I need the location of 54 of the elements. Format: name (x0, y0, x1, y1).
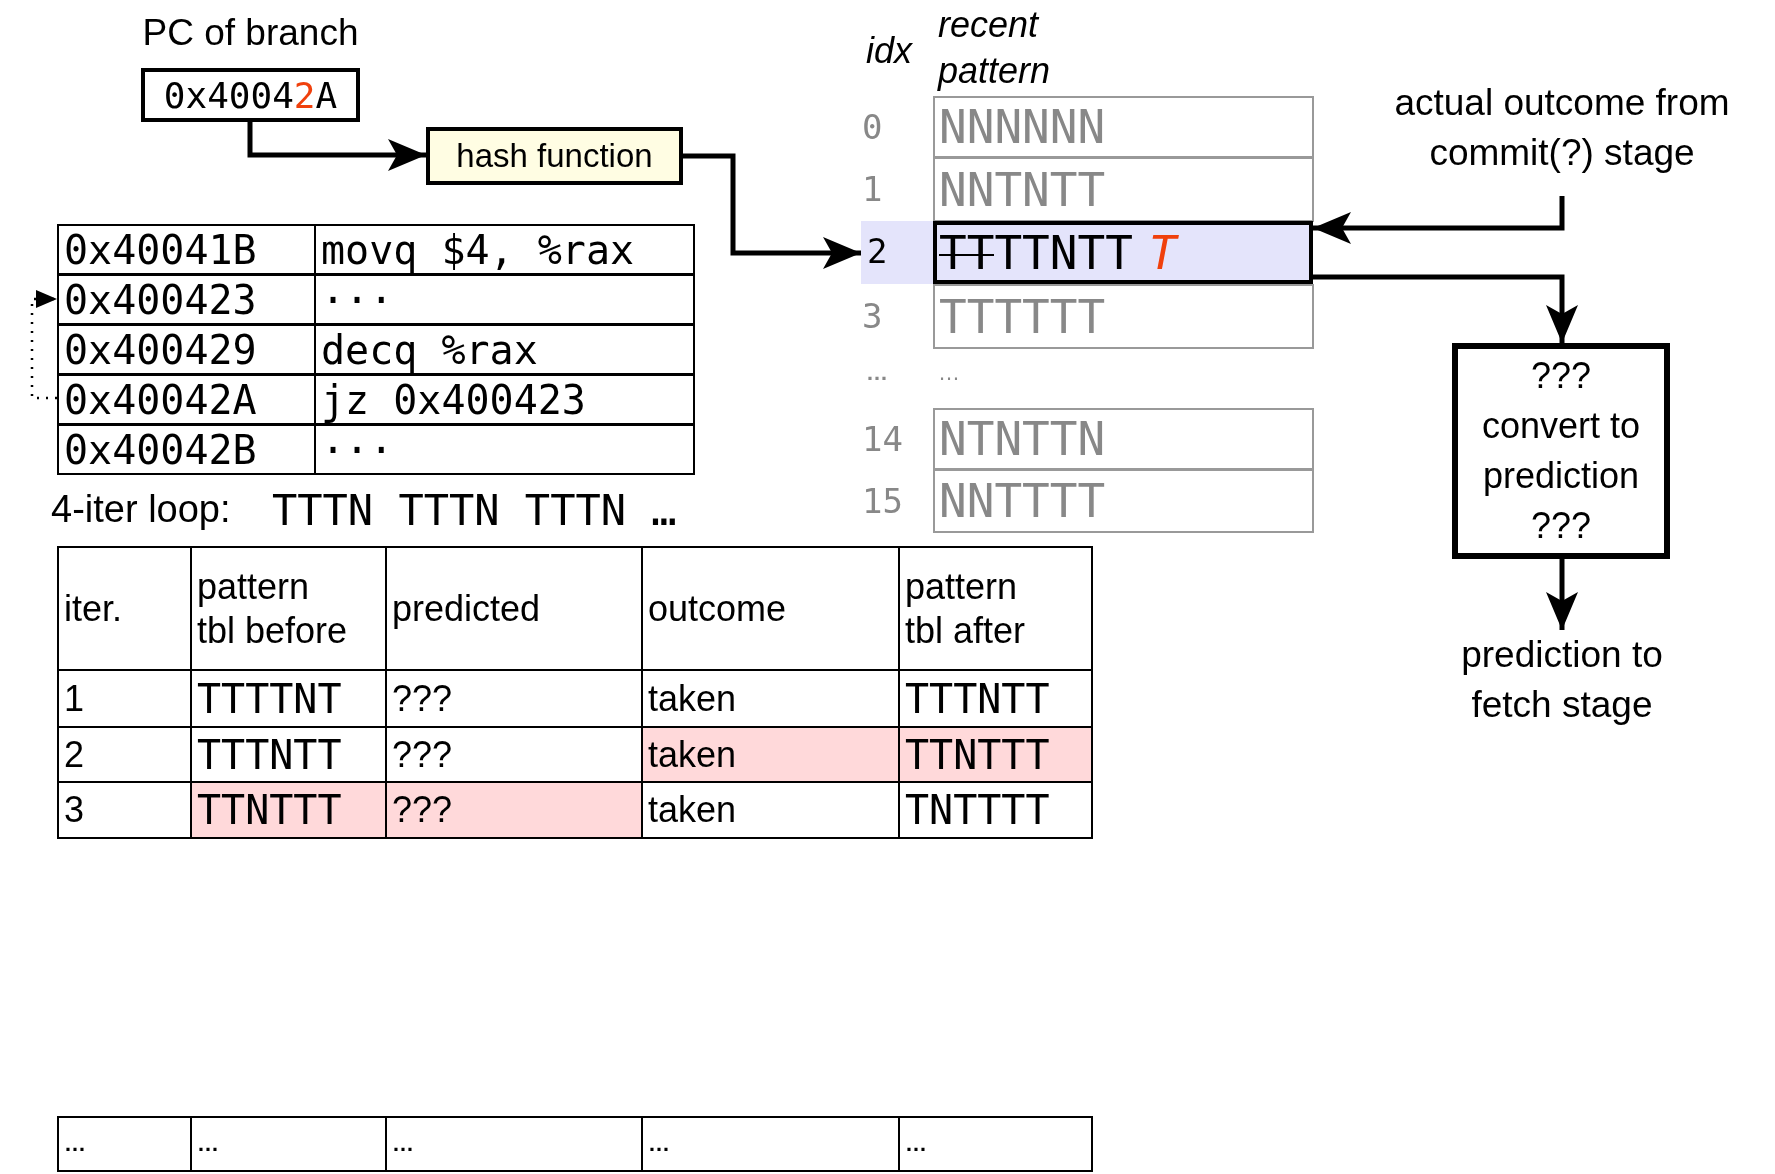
index-number: 3 (862, 295, 884, 338)
column-header: recent pattern (938, 3, 1052, 93)
table-cell: … (190, 1116, 387, 1172)
table-cell: TNTTTT (898, 781, 1093, 839)
index-number: 15 (862, 479, 904, 523)
column-header: iter. (57, 546, 192, 671)
table-cell: 0x40042A (57, 374, 316, 425)
box-text: ??? convert to prediction ??? (1480, 354, 1642, 548)
table-cell: decq %rax (314, 324, 695, 375)
highlighted-row (861, 221, 1313, 284)
table-cell: 0x400429 (57, 324, 316, 375)
arrow (247, 122, 426, 171)
process-box: hash function (426, 127, 683, 185)
heading-text: PC of branch (141, 12, 360, 54)
table-cell: … (385, 1116, 643, 1172)
address-box: 0x40042A (141, 68, 360, 122)
table-cell: TTNTTT (898, 726, 1093, 783)
table-cell: TTTTNTT T (933, 221, 1313, 284)
table-cell: NNNNNN (933, 96, 1314, 158)
ellipsis: … (866, 360, 889, 387)
table-cell: 0x40041B (57, 224, 316, 275)
table-cell: movq $4, %rax (314, 224, 695, 275)
index-number: 0 (862, 105, 884, 149)
caption-text: 4-iter loop: (51, 488, 232, 532)
table-cell: … (898, 1116, 1093, 1172)
dotted-arrow (30, 290, 57, 400)
column-header: pattern tbl after (898, 546, 1093, 671)
table-cell: NNTTTT (933, 469, 1314, 533)
arrow (1313, 274, 1578, 343)
note-text: prediction to fetch stage (1400, 630, 1724, 730)
table-cell: NTNTTN (933, 408, 1314, 470)
table-cell: 0x400423 (57, 274, 316, 325)
table-cell: … (641, 1116, 900, 1172)
table-cell: TTTTTT (933, 284, 1314, 349)
table-cell: NNTNTT (933, 157, 1314, 222)
table-cell: taken (641, 726, 900, 783)
ellipsis: … (938, 360, 961, 387)
note-text: actual outcome from commit(?) stage (1352, 78, 1772, 178)
process-box (1452, 343, 1670, 559)
table-cell: jz 0x400423 (314, 374, 695, 425)
column-header: idx (866, 30, 914, 73)
arrow (1313, 196, 1565, 244)
arrow (1546, 559, 1578, 630)
table-cell: ··· (314, 424, 695, 475)
table-cell: ··· (314, 274, 695, 325)
index-number: 1 (862, 168, 884, 211)
table-cell: TTNTTT (190, 781, 387, 839)
index-number: 14 (862, 417, 904, 461)
table-cell: ??? (385, 781, 643, 839)
table-cell: … (57, 1116, 192, 1172)
caption-text: TTTN TTTN TTTN … (272, 486, 678, 534)
arrow (683, 153, 861, 269)
index-number: 2 (867, 231, 888, 271)
table-cell: 0x40042B (57, 424, 316, 475)
